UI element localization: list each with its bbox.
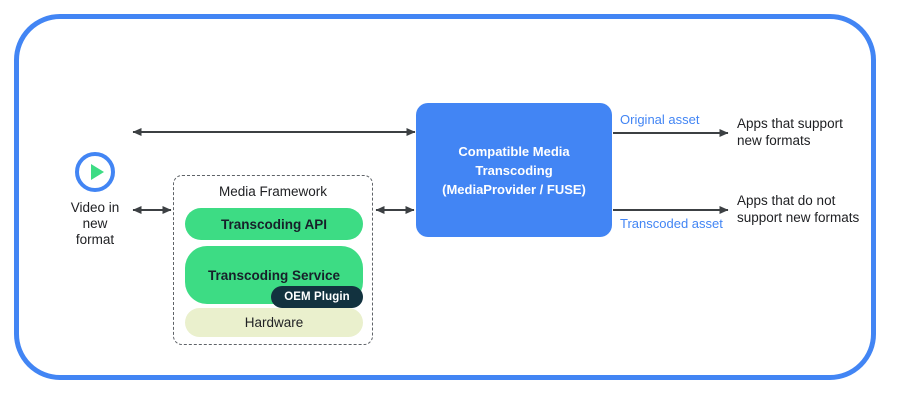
original-asset-label: Original asset	[620, 112, 700, 127]
media-framework-title: Media Framework	[218, 184, 328, 199]
video-source-label: Video in new format	[70, 200, 120, 247]
apps-supporting-new-formats-label: Apps that support new formats	[737, 116, 843, 148]
outer-frame-border	[14, 14, 876, 380]
media-framework-group: Media Framework Transcoding API Transcod…	[173, 175, 373, 345]
video-source-node: Video in new format	[40, 152, 150, 248]
transcoding-api-layer: Transcoding API	[185, 208, 363, 240]
play-triangle-icon	[90, 164, 104, 180]
compatible-media-transcoding-box: Compatible Media Transcoding (MediaProvi…	[416, 103, 612, 237]
apps-not-supporting-new-formats-label: Apps that do not support new formats	[737, 193, 860, 225]
hardware-layer: Hardware	[185, 308, 363, 337]
transcoded-asset-label: Transcoded asset	[620, 216, 723, 231]
oem-plugin-badge: OEM Plugin	[271, 286, 363, 308]
play-circle-icon	[75, 152, 115, 192]
